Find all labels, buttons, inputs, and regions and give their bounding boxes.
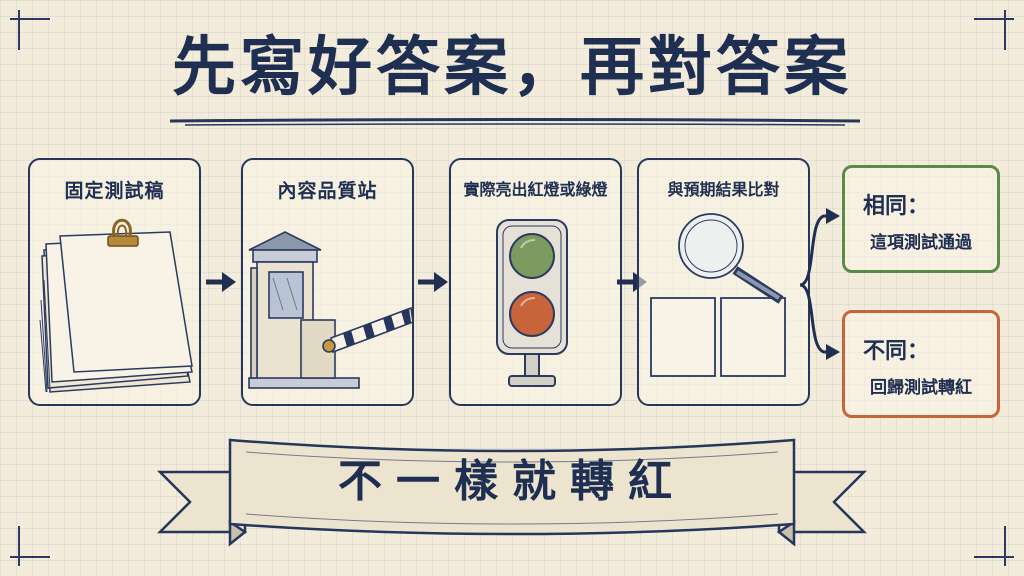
corner-mark-top-left xyxy=(10,10,50,50)
checkpoint-booth-gate-icon xyxy=(248,231,414,389)
magnifier-compare-icon xyxy=(650,213,786,377)
banner-text: 不一樣就轉紅 xyxy=(338,456,686,507)
traffic-light-icon xyxy=(496,219,568,387)
step-label: 實際亮出紅燈或綠燈 xyxy=(463,180,608,199)
step-label: 與預期結果比對 xyxy=(667,180,780,199)
paper-stack-with-clip-icon xyxy=(39,218,193,393)
outcome-same-text: 這項測試通過 xyxy=(870,233,972,253)
outcome-same-box: 相同： 這項測試通過 xyxy=(842,165,1000,273)
title-underline xyxy=(169,118,861,126)
corner-mark-bottom-right xyxy=(974,526,1014,566)
step-label: 內容品質站 xyxy=(277,180,378,202)
page-title: 先寫好答案，再對答案 xyxy=(172,30,852,105)
outcome-different-heading: 不同： xyxy=(863,338,930,364)
corner-mark-bottom-left xyxy=(10,526,50,566)
step-card-compare-with-expected: 與預期結果比對 xyxy=(637,158,810,406)
outcome-same-heading: 相同： xyxy=(863,193,930,219)
step-card-show-red-or-green-light: 實際亮出紅燈或綠燈 xyxy=(449,158,622,406)
step-card-content-quality-station: 內容品質站 xyxy=(241,158,414,406)
corner-mark-top-right xyxy=(974,10,1014,50)
step-card-fixed-test-draft: 固定測試稿 xyxy=(28,158,201,406)
outcome-different-text: 回歸測試轉紅 xyxy=(870,378,972,398)
arrow-right-icon xyxy=(418,272,448,292)
step-label: 固定測試稿 xyxy=(64,180,165,202)
branch-arrows-icon xyxy=(799,208,840,360)
ribbon-banner xyxy=(156,438,868,547)
arrow-right-icon xyxy=(206,272,236,292)
outcome-different-box: 不同： 回歸測試轉紅 xyxy=(842,310,1000,418)
